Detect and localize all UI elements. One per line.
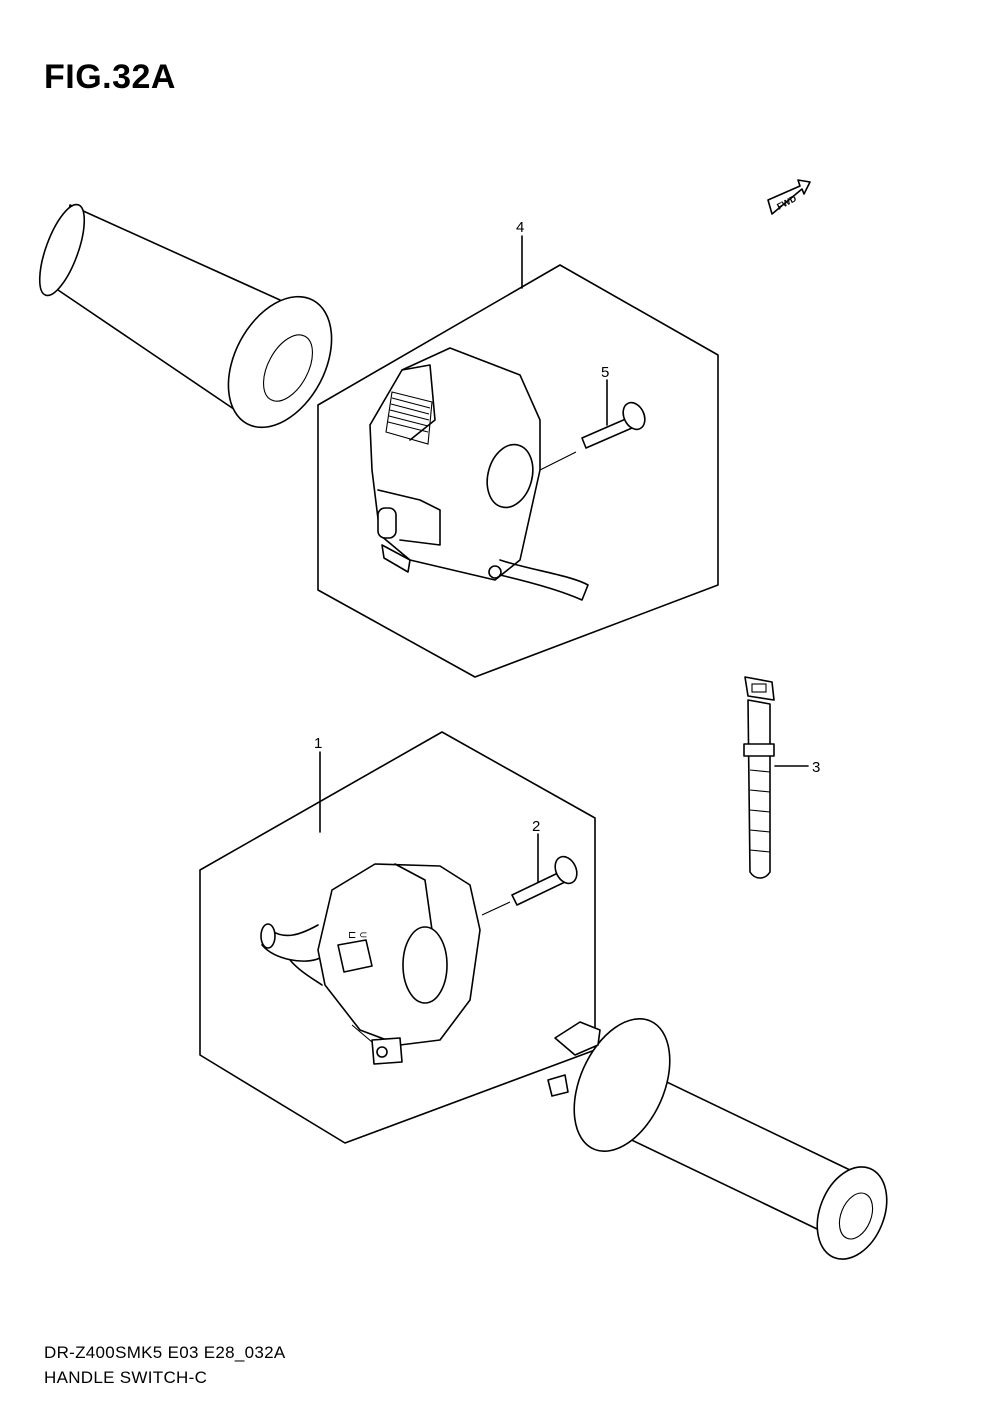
right-handle-switch xyxy=(369,347,589,601)
callout-3: 3 xyxy=(812,759,820,776)
assembly-outline-4 xyxy=(317,264,719,678)
fwd-arrow-icon: FWD xyxy=(767,179,811,215)
screw-5 xyxy=(539,401,646,471)
left-handle-switch: ⊏ ⊂ xyxy=(260,863,481,1065)
callout-4: 4 xyxy=(516,219,524,236)
callout-5: 5 xyxy=(601,364,609,381)
callout-2: 2 xyxy=(532,818,540,835)
callout-1: 1 xyxy=(314,735,322,752)
left-grip xyxy=(38,203,333,429)
svg-text:⊏ ⊂: ⊏ ⊂ xyxy=(348,930,368,941)
throttle-grip xyxy=(547,1018,888,1260)
screw-2 xyxy=(481,855,578,916)
diagram-code: DR-Z400SMK5 E03 E28_032A xyxy=(44,1343,286,1362)
diagram-name: HANDLE SWITCH-C xyxy=(44,1368,208,1387)
assembly-outline-1 xyxy=(199,731,596,1144)
figure-title: FIG.32A xyxy=(44,58,176,96)
cable-tie-3 xyxy=(743,676,775,879)
